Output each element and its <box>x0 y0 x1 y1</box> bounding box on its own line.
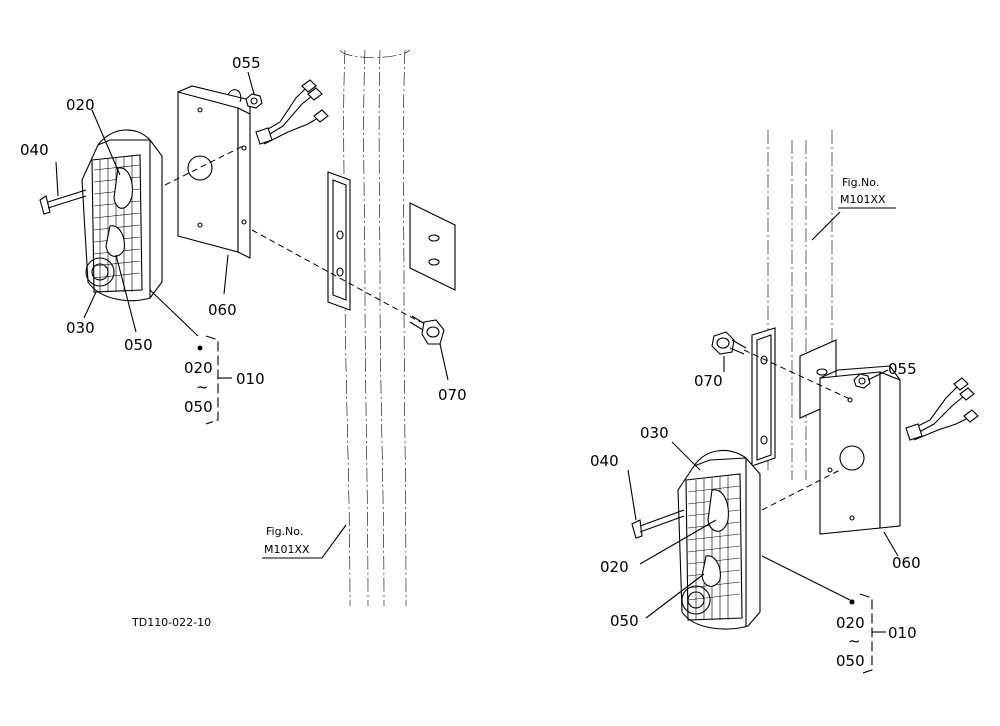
right-label-055: 055 <box>888 360 917 378</box>
left-label-060: 060 <box>208 301 237 319</box>
left-screw <box>39 189 87 215</box>
left-bolt <box>409 315 445 345</box>
left-leaders <box>55 71 449 381</box>
left-label-055: 055 <box>232 54 261 72</box>
left-cab-pillar <box>339 49 411 607</box>
left-label-030: 030 <box>66 319 95 337</box>
right-label-060: 060 <box>892 554 921 572</box>
left-assembly: 055 020 040 030 050 060 070 020 ~ 050 01… <box>20 49 467 629</box>
left-wire-harness <box>255 79 329 145</box>
right-group-parent: 010 <box>888 624 917 642</box>
right-leaders <box>627 211 899 619</box>
right-label-040: 040 <box>590 452 619 470</box>
document-code: TD110-022-10 <box>131 616 211 629</box>
right-group-from: 020 <box>836 614 865 632</box>
right-label-030: 030 <box>640 424 669 442</box>
left-group-parent: 010 <box>236 370 265 388</box>
left-lamp-housing <box>81 129 163 302</box>
left-label-050: 050 <box>124 336 153 354</box>
right-wire-harness <box>905 377 979 441</box>
left-nut <box>245 93 263 109</box>
right-label-050: 050 <box>610 612 639 630</box>
right-nut <box>853 373 871 389</box>
right-lamp-bracket <box>819 365 901 535</box>
left-figref-line1: Fig.No. <box>266 525 303 538</box>
right-label-070: 070 <box>694 372 723 390</box>
right-group-dot <box>849 599 855 605</box>
right-group-to: 050 <box>836 652 865 670</box>
left-label-040: 040 <box>20 141 49 159</box>
left-label-070: 070 <box>438 386 467 404</box>
left-group-dot <box>197 345 203 351</box>
right-figref-line1: Fig.No. <box>842 176 879 189</box>
right-screw <box>631 509 685 539</box>
left-cab-bracket <box>327 171 456 311</box>
left-group-to: 050 <box>184 398 213 416</box>
right-figref-line2: M101XX <box>840 193 886 206</box>
right-label-020: 020 <box>600 558 629 576</box>
left-lamp-bracket <box>177 85 251 259</box>
left-figref-line2: M101XX <box>264 543 310 556</box>
left-group-from: 020 <box>184 359 213 377</box>
right-lamp-housing <box>677 449 761 630</box>
right-group-tilde: ~ <box>848 632 861 650</box>
left-group-tilde: ~ <box>196 378 209 396</box>
right-bolt <box>711 331 747 355</box>
right-assembly: 055 070 030 040 020 050 060 020 ~ 050 01… <box>590 130 979 675</box>
left-label-020: 020 <box>66 96 95 114</box>
